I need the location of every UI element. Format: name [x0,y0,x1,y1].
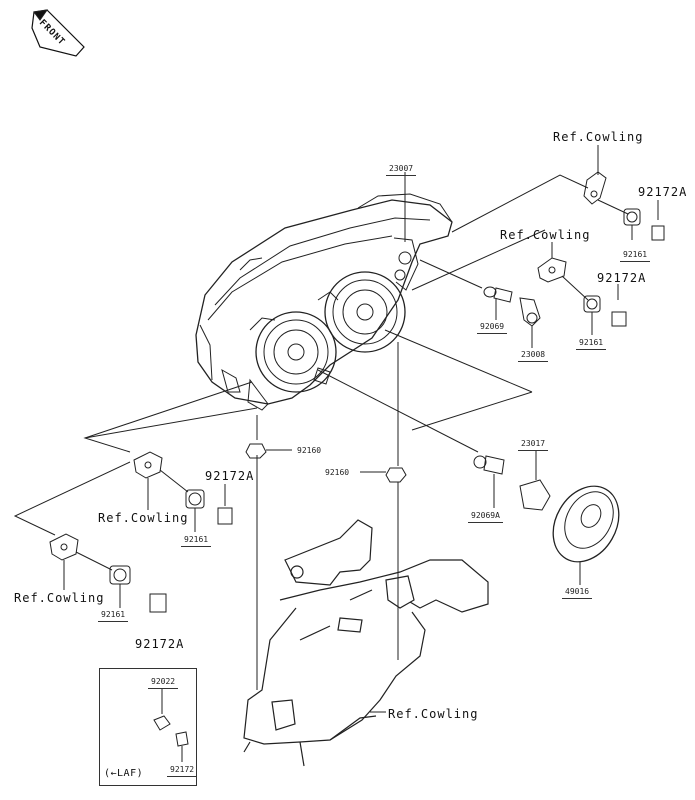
ref-cowling-mid-label: Ref.Cowling [500,228,591,242]
ref-cowling-bottom-label: Ref.Cowling [388,707,479,721]
socket-23017 [519,450,551,511]
cowling-bracket-left1 [133,451,189,510]
part-23008: 23008 [518,350,549,362]
clip-92172A-left1 [217,484,233,525]
clip-92172A-mid [611,284,627,327]
part-92069A: 92069A [468,511,503,523]
part-92160-b: 92160 [325,468,350,477]
ref-cowling-top-label: Ref.Cowling [553,130,644,144]
part-92172-laf: 92172 [167,765,198,777]
screw-92022 [153,688,171,731]
clip-92172A-left2 [149,593,167,613]
reflector-49016 [552,485,620,585]
part-23007: 23007 [386,164,417,176]
part-92160-a: 92160 [297,446,322,455]
clip-92172A-top [651,200,665,241]
part-92161-left2: 92161 [98,610,129,622]
grommet-92161-top [623,208,641,226]
grommet-92161-left2 [109,565,131,608]
part-92172A-mid: 92172A [597,271,647,285]
ref-cowling-left2-label: Ref.Cowling [14,591,105,605]
socket-23008 [519,297,541,348]
grommet-92161-left1 [185,489,205,532]
nut-92160-a [245,443,292,459]
cowling-bracket-left2 [49,533,113,590]
part-92172A-left2: 92172A [135,637,185,651]
part-92161-top: 92161 [620,250,651,262]
bulb-92069A [473,455,505,508]
laf-inset-box [99,668,197,786]
cowling-bracket-mid [537,242,589,301]
bulb-92069 [483,286,513,320]
part-92161-left1: 92161 [181,535,212,547]
part-92069: 92069 [477,322,508,334]
ref-cowling-left1-label: Ref.Cowling [98,511,189,525]
part-92172A-top: 92172A [638,185,688,199]
front-arrow-icon [31,9,85,57]
nut-92160-b [360,467,407,483]
headlight-stay-frame [243,519,489,767]
part-92172A-left1: 92172A [205,469,255,483]
part-23017: 23017 [518,439,549,451]
part-92161-mid: 92161 [576,338,607,350]
cowling-bracket-top [583,145,629,215]
part-49016: 49016 [562,587,593,599]
clip-92172-laf [175,731,189,762]
headlight-assembly [195,193,453,411]
part-92022: 92022 [148,677,179,689]
laf-note: (←LAF) [104,768,144,779]
